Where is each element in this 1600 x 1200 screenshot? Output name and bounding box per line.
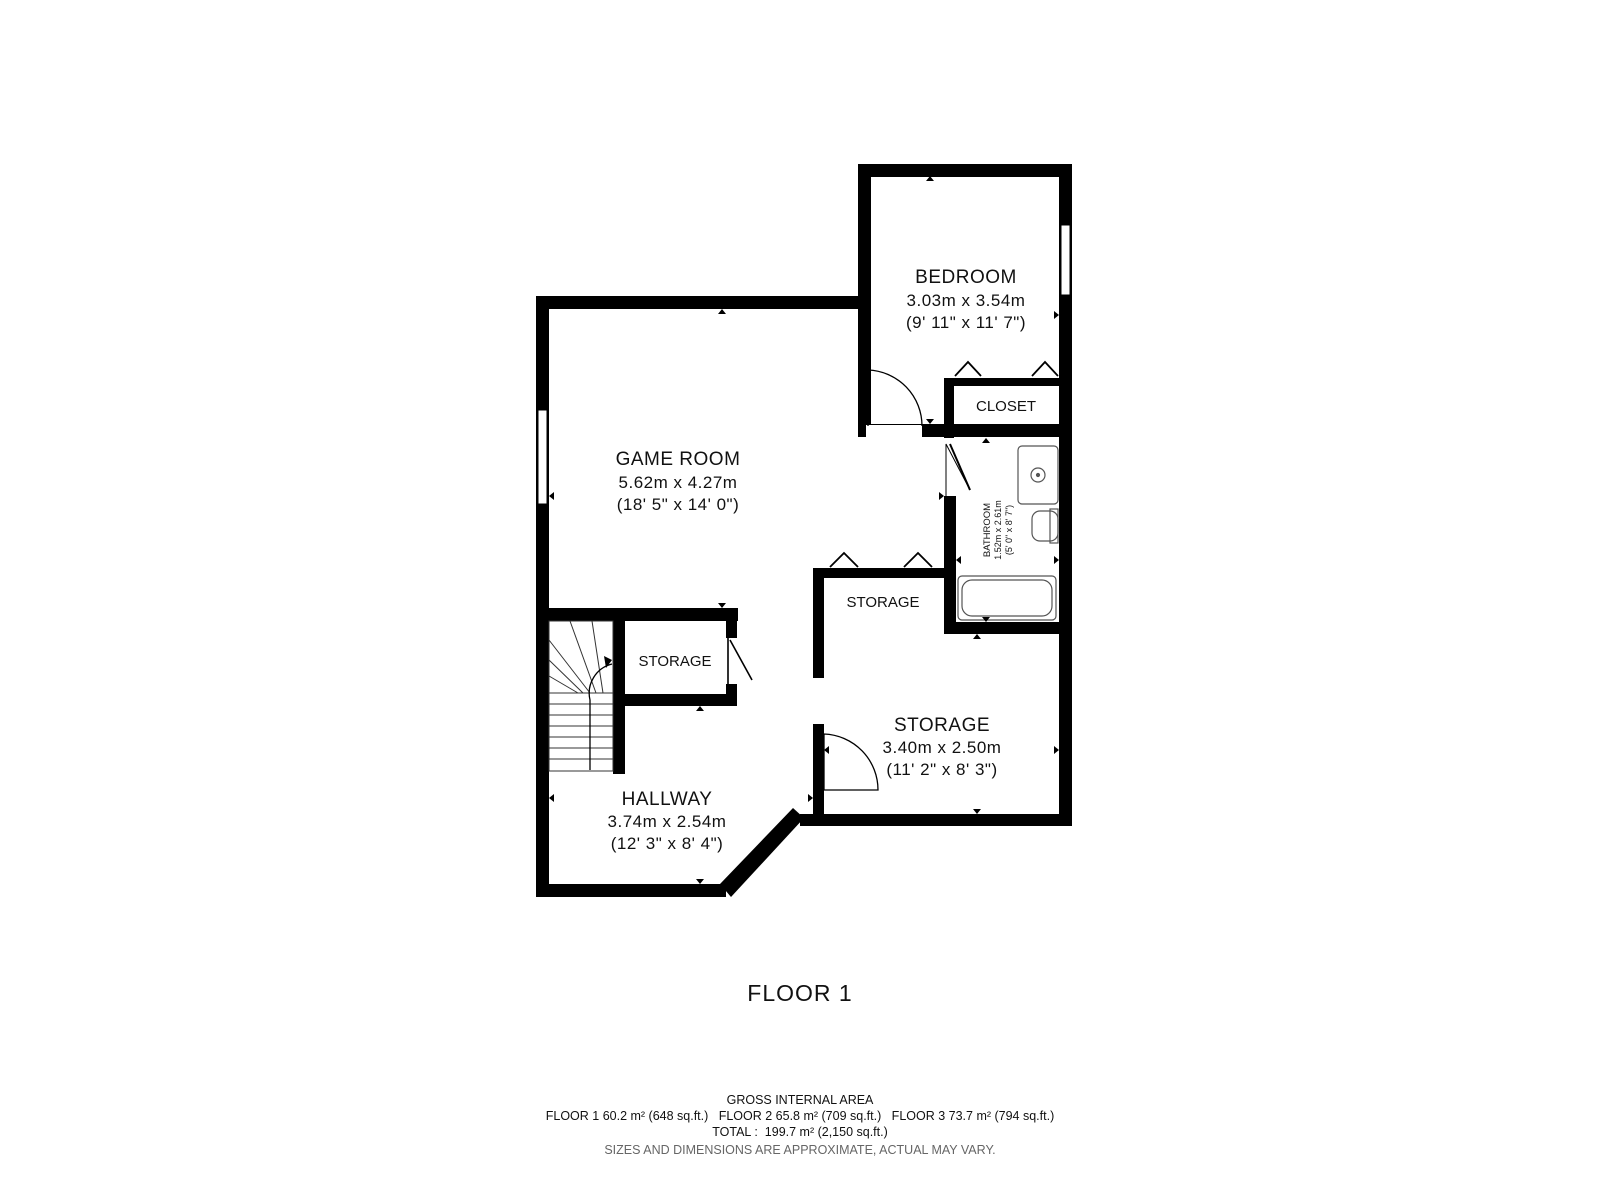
closet-name: CLOSET [976, 398, 1036, 415]
bedroom-top-wall [858, 164, 1072, 177]
hallway-bottom-wall [536, 884, 726, 897]
storage-large-door-gap [813, 678, 824, 724]
storage-large-name: STORAGE [894, 715, 990, 736]
bedroom-door-swing [867, 369, 923, 427]
storage-small-name: STORAGE [638, 653, 711, 670]
bathroom-dim-m: 1.52m x 2.61m [993, 500, 1003, 560]
bathroom-label: BATHROOM 1.52m x 2.61m (5' 0" x 8' 7") [982, 500, 1014, 560]
disclaimer: SIZES AND DIMENSIONS ARE APPROXIMATE, AC… [604, 1143, 996, 1157]
bedroom-right-wall [1059, 164, 1072, 826]
bedroom-name: BEDROOM [915, 267, 1017, 288]
storage-mid-name: STORAGE [846, 594, 919, 611]
bedroom-dim-ft: (9' 11" x 11' 7") [906, 313, 1026, 332]
bedroom-window [1060, 224, 1071, 296]
closet-bifold-right [1031, 360, 1059, 377]
room-labels: BEDROOM 3.03m x 3.54m (9' 11" x 11' 7") … [608, 267, 1036, 853]
bathtub-icon [957, 575, 1057, 621]
bathroom-name: BATHROOM [982, 503, 993, 557]
gia-heading: GROSS INTERNAL AREA [726, 1093, 874, 1107]
hallway-dim-m: 3.74m x 2.54m [608, 812, 727, 831]
outer-left-wall [536, 296, 549, 897]
game-room-name: GAME ROOM [616, 449, 741, 470]
game-room-dim-ft: (18' 5" x 14' 0") [617, 495, 740, 514]
bathroom-door-leaf [949, 443, 971, 491]
closet-left-wall [944, 378, 954, 438]
toilet-icon [1031, 510, 1059, 542]
bedroom-dim-m: 3.03m x 3.54m [907, 291, 1026, 310]
storage-large-bottom-wall [800, 814, 1072, 826]
closet-bifold-left [954, 360, 982, 377]
stairs [548, 620, 614, 772]
closet-top-wall [944, 378, 1072, 386]
hallway-name: HALLWAY [622, 789, 713, 810]
game-room-top-wall [536, 296, 871, 309]
storage-large-dim-ft: (11' 2" x 8' 3") [886, 760, 997, 779]
stair-right-wall [613, 608, 625, 774]
stair-outline [548, 620, 614, 772]
storage-small-bottom-wall [613, 694, 737, 706]
floor-title: FLOOR 1 [747, 980, 853, 1006]
windows [537, 224, 1071, 505]
storage-small-door-swing [727, 638, 753, 686]
storage-large-dim-m: 3.40m x 2.50m [883, 738, 1002, 757]
stair-top-wall [536, 608, 738, 621]
hallway-diagonal-wall [720, 808, 804, 897]
storage-mid-top-wall [813, 568, 956, 578]
storage-small-door-gap [726, 638, 737, 684]
game-room-dim-m: 5.62m x 4.27m [619, 473, 738, 492]
doors [726, 369, 971, 791]
sink-icon [1017, 445, 1059, 505]
bedroom-door-gap [866, 425, 922, 437]
storage-large-door-swing [823, 733, 879, 791]
gia-total-line: TOTAL : 199.7 m² (2,150 sq.ft.) [712, 1125, 888, 1139]
bathroom-bottom-wall [944, 622, 1072, 634]
bathroom-left-wall [944, 496, 956, 634]
measure-ticks [549, 176, 1059, 884]
bifold-doors [829, 360, 1059, 568]
storage-large-left-wall [813, 724, 824, 826]
storage-small-right-wall [726, 608, 737, 638]
storage-bifold-left [829, 551, 859, 568]
bathroom-fixtures [957, 445, 1059, 621]
game-room-window [537, 409, 548, 505]
hallway-dim-ft: (12' 3" x 8' 4") [611, 834, 724, 853]
gia-floors-line: FLOOR 1 60.2 m² (648 sq.ft.) FLOOR 2 65.… [545, 1109, 1055, 1123]
bathroom-dim-ft: (5' 0" x 8' 7") [1004, 505, 1014, 555]
storage-mid-left-wall [813, 568, 824, 678]
bathroom-door-swing [945, 443, 971, 496]
storage-bifold-right [903, 551, 933, 568]
walls [536, 164, 1072, 897]
